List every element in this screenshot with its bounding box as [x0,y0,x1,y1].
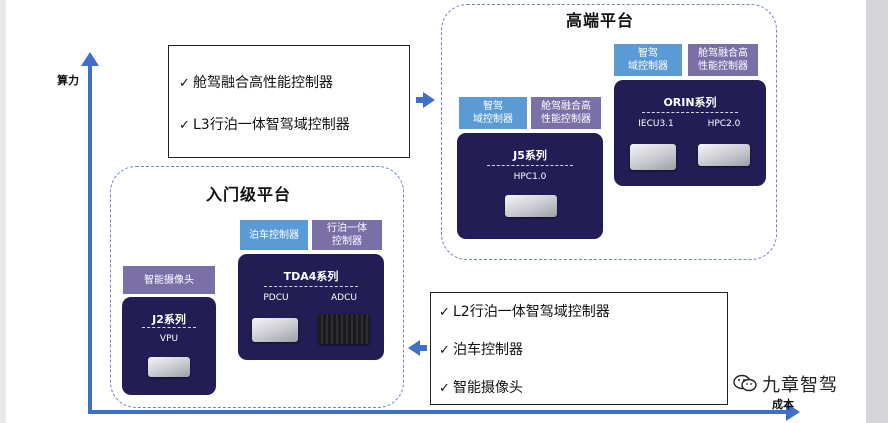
check-icon: ✓ [439,381,450,396]
high-feature-item: ✓L3行泊一体智驾域控制器 [179,117,350,133]
y-axis [88,62,92,414]
orin-tag-adcu: 智驾 域控制器 [614,44,682,76]
tda4-product-adcu: ADCU [331,293,357,303]
tda4-product-pdcu: PDCU [263,293,289,303]
hpc2-device-icon [698,144,750,166]
arrow-left-stem [419,345,427,351]
entry-platform [110,166,404,408]
entry-feature-item: ✓泊车控制器 [439,342,523,358]
hpc1-device-icon [505,195,557,217]
arrow-right-icon [423,92,435,108]
vpu-device-icon [148,357,190,377]
check-icon: ✓ [179,76,190,91]
y-axis-arrow-icon [81,52,99,66]
tda4-title: TDA4系列 [283,270,339,283]
x-axis-label: 成本 [772,398,794,411]
arrow-right-stem [416,97,424,103]
j2-separator [142,327,196,328]
iecu-device-icon [630,144,676,170]
check-icon: ✓ [439,343,450,358]
entry-platform-title: 入门级平台 [206,185,292,204]
tda4-tag-adcu: 行泊一体 控制器 [312,220,382,250]
watermark-text: 九章智驾 [762,375,838,396]
orin-tag-hpc: 舱驾融合高 性能控制器 [688,44,758,76]
arrow-left-icon [408,340,420,356]
high-feature-item: ✓舱驾融合高性能控制器 [179,75,333,91]
j2-product-vpu: VPU [159,334,179,344]
j5-separator [487,165,573,166]
orin-title: ORIN系列 [663,96,717,109]
check-icon: ✓ [439,305,450,320]
high-platform-title: 高端平台 [566,11,635,30]
tda4-separator [264,286,358,287]
y-axis-label: 算力 [57,74,79,87]
x-axis [88,410,788,414]
adcu-device-icon [318,314,370,344]
j5-tag-hpc: 舱驾融合高 性能控制器 [531,97,601,129]
j5-product-hpc1: HPC1.0 [513,172,547,182]
orin-separator [642,112,738,113]
j2-title: J2系列 [152,313,186,326]
high-features-box: ✓舱驾融合高性能控制器 ✓L3行泊一体智驾域控制器 [168,45,410,158]
right-edge [866,0,888,423]
j2-tag-camera: 智能摄像头 [123,266,215,294]
pdcu-device-icon [252,318,298,342]
entry-feature-item: ✓L2行泊一体智驾域控制器 [439,304,610,320]
orin-series-card: ORIN系列 IECU3.1 HPC2.0 [614,80,766,186]
check-icon: ✓ [179,118,190,133]
tda4-series-card: TDA4系列 PDCU ADCU [238,254,384,360]
tda4-tag-pdcu: 泊车控制器 [240,220,308,250]
j5-tag-adcu: 智驾 域控制器 [459,97,527,129]
orin-product-iecu: IECU3.1 [638,119,674,129]
orin-product-hpc2: HPC2.0 [707,119,741,129]
left-edge [0,0,6,423]
j5-series-card: J5系列 HPC1.0 [457,133,603,239]
wechat-icon [732,373,758,393]
j5-title: J5系列 [513,149,547,162]
entry-feature-item: ✓智能摄像头 [439,380,523,396]
x-axis-arrow-icon [786,403,800,421]
high-end-platform [441,4,777,260]
j2-series-card: J2系列 VPU [122,297,216,395]
entry-features-box: ✓L2行泊一体智驾域控制器 ✓泊车控制器 ✓智能摄像头 [430,292,728,405]
